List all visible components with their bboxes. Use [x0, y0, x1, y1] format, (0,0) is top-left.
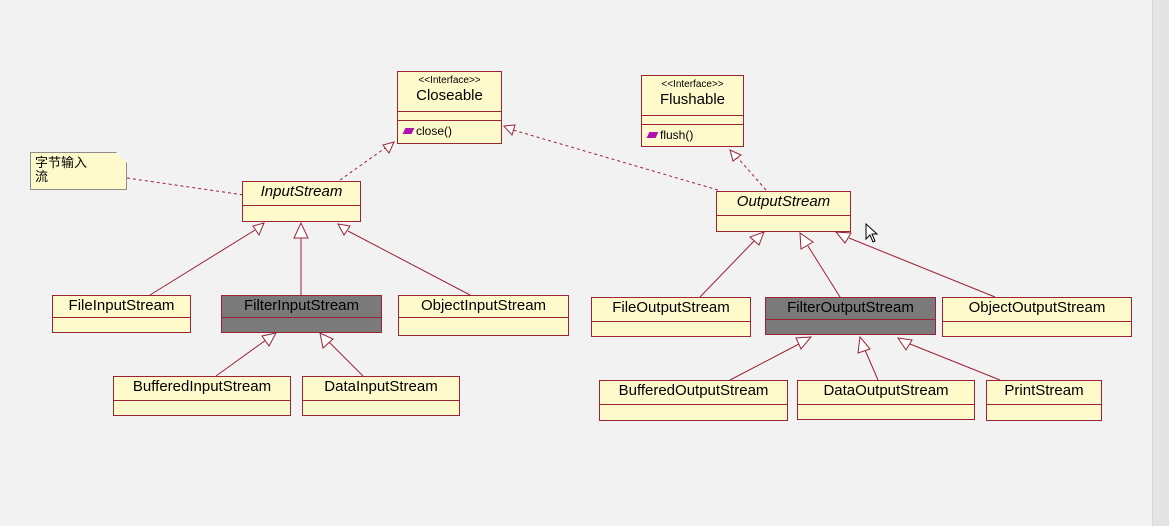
class-header: <<Interface>> Flushable [642, 76, 743, 116]
attributes-compartment [798, 405, 974, 413]
generalization-arrowhead [261, 332, 277, 347]
generalization-arrowhead [834, 231, 852, 244]
class-name: FileOutputStream [592, 298, 750, 322]
realization-edge [736, 156, 767, 191]
generalization-edge [848, 237, 996, 298]
class-name: FilterInputStream [222, 296, 381, 318]
note-anchor-edge [126, 177, 245, 196]
class-name: BufferedOutputStream [600, 381, 787, 405]
class-closeable[interactable]: <<Interface>> Closeable close() [397, 71, 502, 144]
attributes-compartment [398, 112, 501, 121]
generalization-edge [909, 343, 1001, 381]
attributes-compartment [303, 401, 459, 409]
operation-label: close() [416, 124, 453, 138]
operation-row: flush() [642, 125, 743, 145]
note: 字节输入 流 [30, 152, 127, 190]
class-name: ObjectOutputStream [943, 298, 1131, 322]
class-filter-input-stream[interactable]: FilterInputStream [221, 295, 382, 333]
realization-edge [339, 145, 389, 181]
class-name: DataOutputStream [798, 381, 974, 405]
attributes-compartment [600, 405, 787, 413]
class-file-output-stream[interactable]: FileOutputStream [591, 297, 751, 337]
class-buffered-output-stream[interactable]: BufferedOutputStream [599, 380, 788, 421]
attributes-compartment [766, 320, 935, 328]
class-buffered-input-stream[interactable]: BufferedInputStream [113, 376, 291, 416]
operation-icon [646, 132, 659, 138]
attributes-compartment [642, 116, 743, 125]
stereotype-label: <<Interface>> [661, 79, 724, 90]
class-data-output-stream[interactable]: DataOutputStream [797, 380, 975, 420]
class-name: PrintStream [987, 381, 1101, 405]
class-name: BufferedInputStream [114, 377, 290, 401]
attributes-compartment [717, 216, 850, 224]
generalization-arrowhead [799, 232, 814, 250]
class-object-input-stream[interactable]: ObjectInputStream [398, 295, 569, 336]
generalization-edge [699, 239, 756, 298]
operation-icon [402, 128, 415, 134]
generalization-arrowhead [749, 231, 765, 246]
attributes-compartment [222, 318, 381, 326]
generalization-edge [729, 343, 800, 381]
attributes-compartment [592, 322, 750, 330]
mouse-cursor-icon [865, 223, 879, 243]
class-name: FilterOutputStream [766, 298, 935, 320]
stereotype-label: <<Interface>> [418, 75, 481, 86]
generalization-arrowhead [795, 336, 813, 350]
class-name: InputStream [243, 182, 360, 206]
class-name: OutputStream [717, 192, 850, 216]
class-name: DataInputStream [303, 377, 459, 401]
generalization-edge [328, 341, 364, 377]
generalization-arrowhead [857, 335, 871, 354]
generalization-edge [347, 230, 471, 296]
class-data-input-stream[interactable]: DataInputStream [302, 376, 460, 416]
realization-arrowhead [502, 124, 516, 137]
attributes-compartment [987, 405, 1101, 413]
class-name: ObjectInputStream [399, 296, 568, 318]
class-file-input-stream[interactable]: FileInputStream [52, 295, 191, 333]
generalization-edge [807, 245, 841, 298]
class-header: <<Interface>> Closeable [398, 72, 501, 112]
class-print-stream[interactable]: PrintStream [986, 380, 1102, 421]
class-name: Flushable [659, 91, 726, 108]
class-output-stream[interactable]: OutputStream [716, 191, 851, 232]
class-object-output-stream[interactable]: ObjectOutputStream [942, 297, 1132, 337]
window-edge [1152, 0, 1169, 526]
realization-arrowhead [382, 141, 395, 154]
generalization-edge [215, 339, 267, 377]
attributes-compartment [114, 401, 290, 409]
class-input-stream[interactable]: InputStream [242, 181, 361, 222]
generalization-arrowhead [293, 221, 309, 239]
generalization-arrowhead [337, 223, 351, 236]
generalization-edge [149, 229, 256, 296]
generalization-arrowhead [319, 332, 334, 349]
realization-arrowhead [729, 149, 742, 162]
class-name: FileInputStream [53, 296, 190, 318]
generalization-edge [864, 349, 879, 381]
attributes-compartment [943, 322, 1131, 330]
class-flushable[interactable]: <<Interface>> Flushable flush() [641, 75, 744, 147]
attributes-compartment [53, 318, 190, 326]
generalization-arrowhead [252, 222, 265, 237]
attributes-compartment [399, 318, 568, 326]
operation-label: flush() [660, 128, 694, 142]
operation-row: close() [398, 121, 501, 141]
generalization-arrowhead [896, 337, 913, 351]
class-name: Closeable [416, 87, 483, 104]
attributes-compartment [243, 206, 360, 214]
class-filter-output-stream[interactable]: FilterOutputStream [765, 297, 936, 335]
